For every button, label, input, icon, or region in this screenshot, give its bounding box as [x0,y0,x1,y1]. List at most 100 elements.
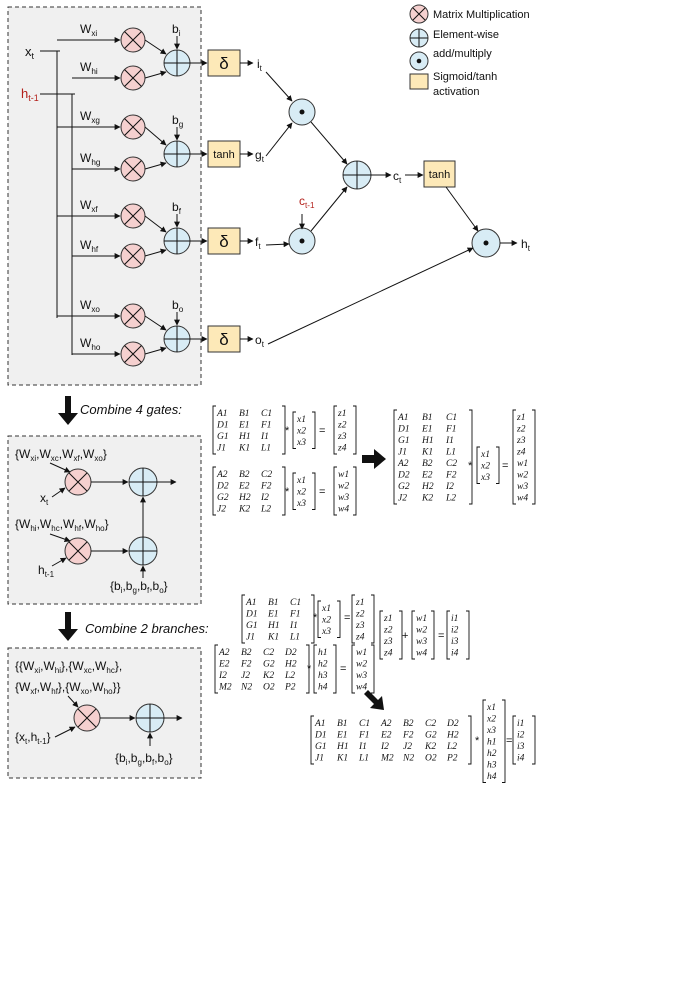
matrix-cell: z3 [516,436,526,446]
dot-center-icon [299,109,305,115]
bias-label: bg [172,113,184,129]
step1-title: Combine 4 gates: [80,402,182,417]
bracket-right [282,466,286,516]
matrix-cell: z2 [337,421,347,431]
op-add: + [402,630,408,642]
wh-label: Who [80,336,101,352]
matrix-cell: x1 [296,476,306,486]
bracket-right [353,405,357,455]
matrix-cell: x2 [486,715,496,725]
matrix-cell: E1 [267,610,279,620]
matrix-cell: C1 [290,598,301,608]
matmul-cross-icon [124,207,142,225]
matmul-cross-icon [124,345,142,363]
legend-elementwise-label-2: add/multiply [433,48,492,60]
bias-label: bf [172,200,182,216]
matrix-cell: z1 [355,598,364,608]
matrix-cell: B2 [422,459,433,469]
h-input-label: ht-1 [21,86,39,103]
matrix-cell: K1 [267,633,279,643]
matrix-cell: w1 [338,470,349,480]
op-mul: * [475,735,480,747]
wh-label: Whg [80,151,101,167]
c-tanh-box [423,160,456,188]
bracket-left [317,600,321,638]
bracket-right [532,715,536,765]
add-plus-icon [164,141,190,167]
op-mul: * [285,486,290,498]
bracket-right [333,644,337,694]
matrix-cell: x1 [296,415,306,425]
op-eq: = [502,460,508,472]
matrix-cell: L2 [446,742,457,752]
legend-activation-label-1: Sigmoid/tanh [433,71,497,83]
matrix-cell: L1 [289,633,300,643]
add-plus-icon [129,537,157,565]
forget-gate-dot-node [288,227,316,255]
matrix-cell: w3 [416,637,427,647]
bias-label: bi [172,22,181,38]
op-eq: = [319,425,325,437]
matrix-cell: G2 [425,731,437,741]
matrix-cell: E1 [238,421,250,431]
matrix-cell: K2 [262,671,274,681]
matrix-cell: x1 [321,604,331,614]
matrix-cell: C2 [263,648,274,658]
matrix-cell: z1 [337,409,346,419]
matrix-cell: E2 [218,660,230,670]
step1-matmul-h-node [64,537,92,565]
matmul-x-node [120,303,146,329]
wx-label: Wxf [80,198,98,214]
bracket-right [371,644,375,694]
add-plus-icon [164,326,190,352]
bracket-left [476,446,480,484]
bracket-right [466,610,470,660]
matrix-cell: H1 [267,621,280,631]
matrix-cell: K1 [336,754,348,764]
bracket-left [379,610,383,660]
matrix-cell: F2 [402,731,414,741]
matrix-cell: C1 [261,409,272,419]
matrix-cell: D2 [446,719,459,729]
activation-label: tanh [213,149,234,161]
matrix-cell: F2 [260,482,272,492]
dot-to-add [310,121,348,165]
matrix-cell: x2 [321,616,331,626]
op-mul: * [468,460,473,472]
matrix-cell: N2 [240,683,252,693]
bracket-right [312,411,316,449]
matrix-cell: A2 [380,719,392,729]
matrix-cell: D2 [397,471,410,481]
add-plus-icon [164,228,190,254]
add-plus-icon [136,704,164,732]
gate-output-label: gt [255,148,265,164]
matrix-cell: F1 [445,425,457,435]
matrix-cell: x2 [480,462,490,472]
matrix-cell: G1 [217,432,229,442]
matrix-cell: D1 [216,421,229,431]
bracket-left [351,594,355,644]
matrix-cell: B1 [337,719,348,729]
bracket-left [292,411,296,449]
matrix-cell: L1 [445,448,456,458]
matrix-cell: I1 [260,432,269,442]
matrix-cell: B2 [239,470,250,480]
gate-output-label: it [257,57,263,73]
matrix-cell: z2 [355,610,365,620]
add-plus-icon [129,468,157,496]
dot-center-icon [483,240,489,246]
matrix-cell: F2 [240,660,252,670]
matrix-cell: w3 [517,482,528,492]
bracket-left [310,715,314,765]
matrix-cell: A1 [216,409,228,419]
